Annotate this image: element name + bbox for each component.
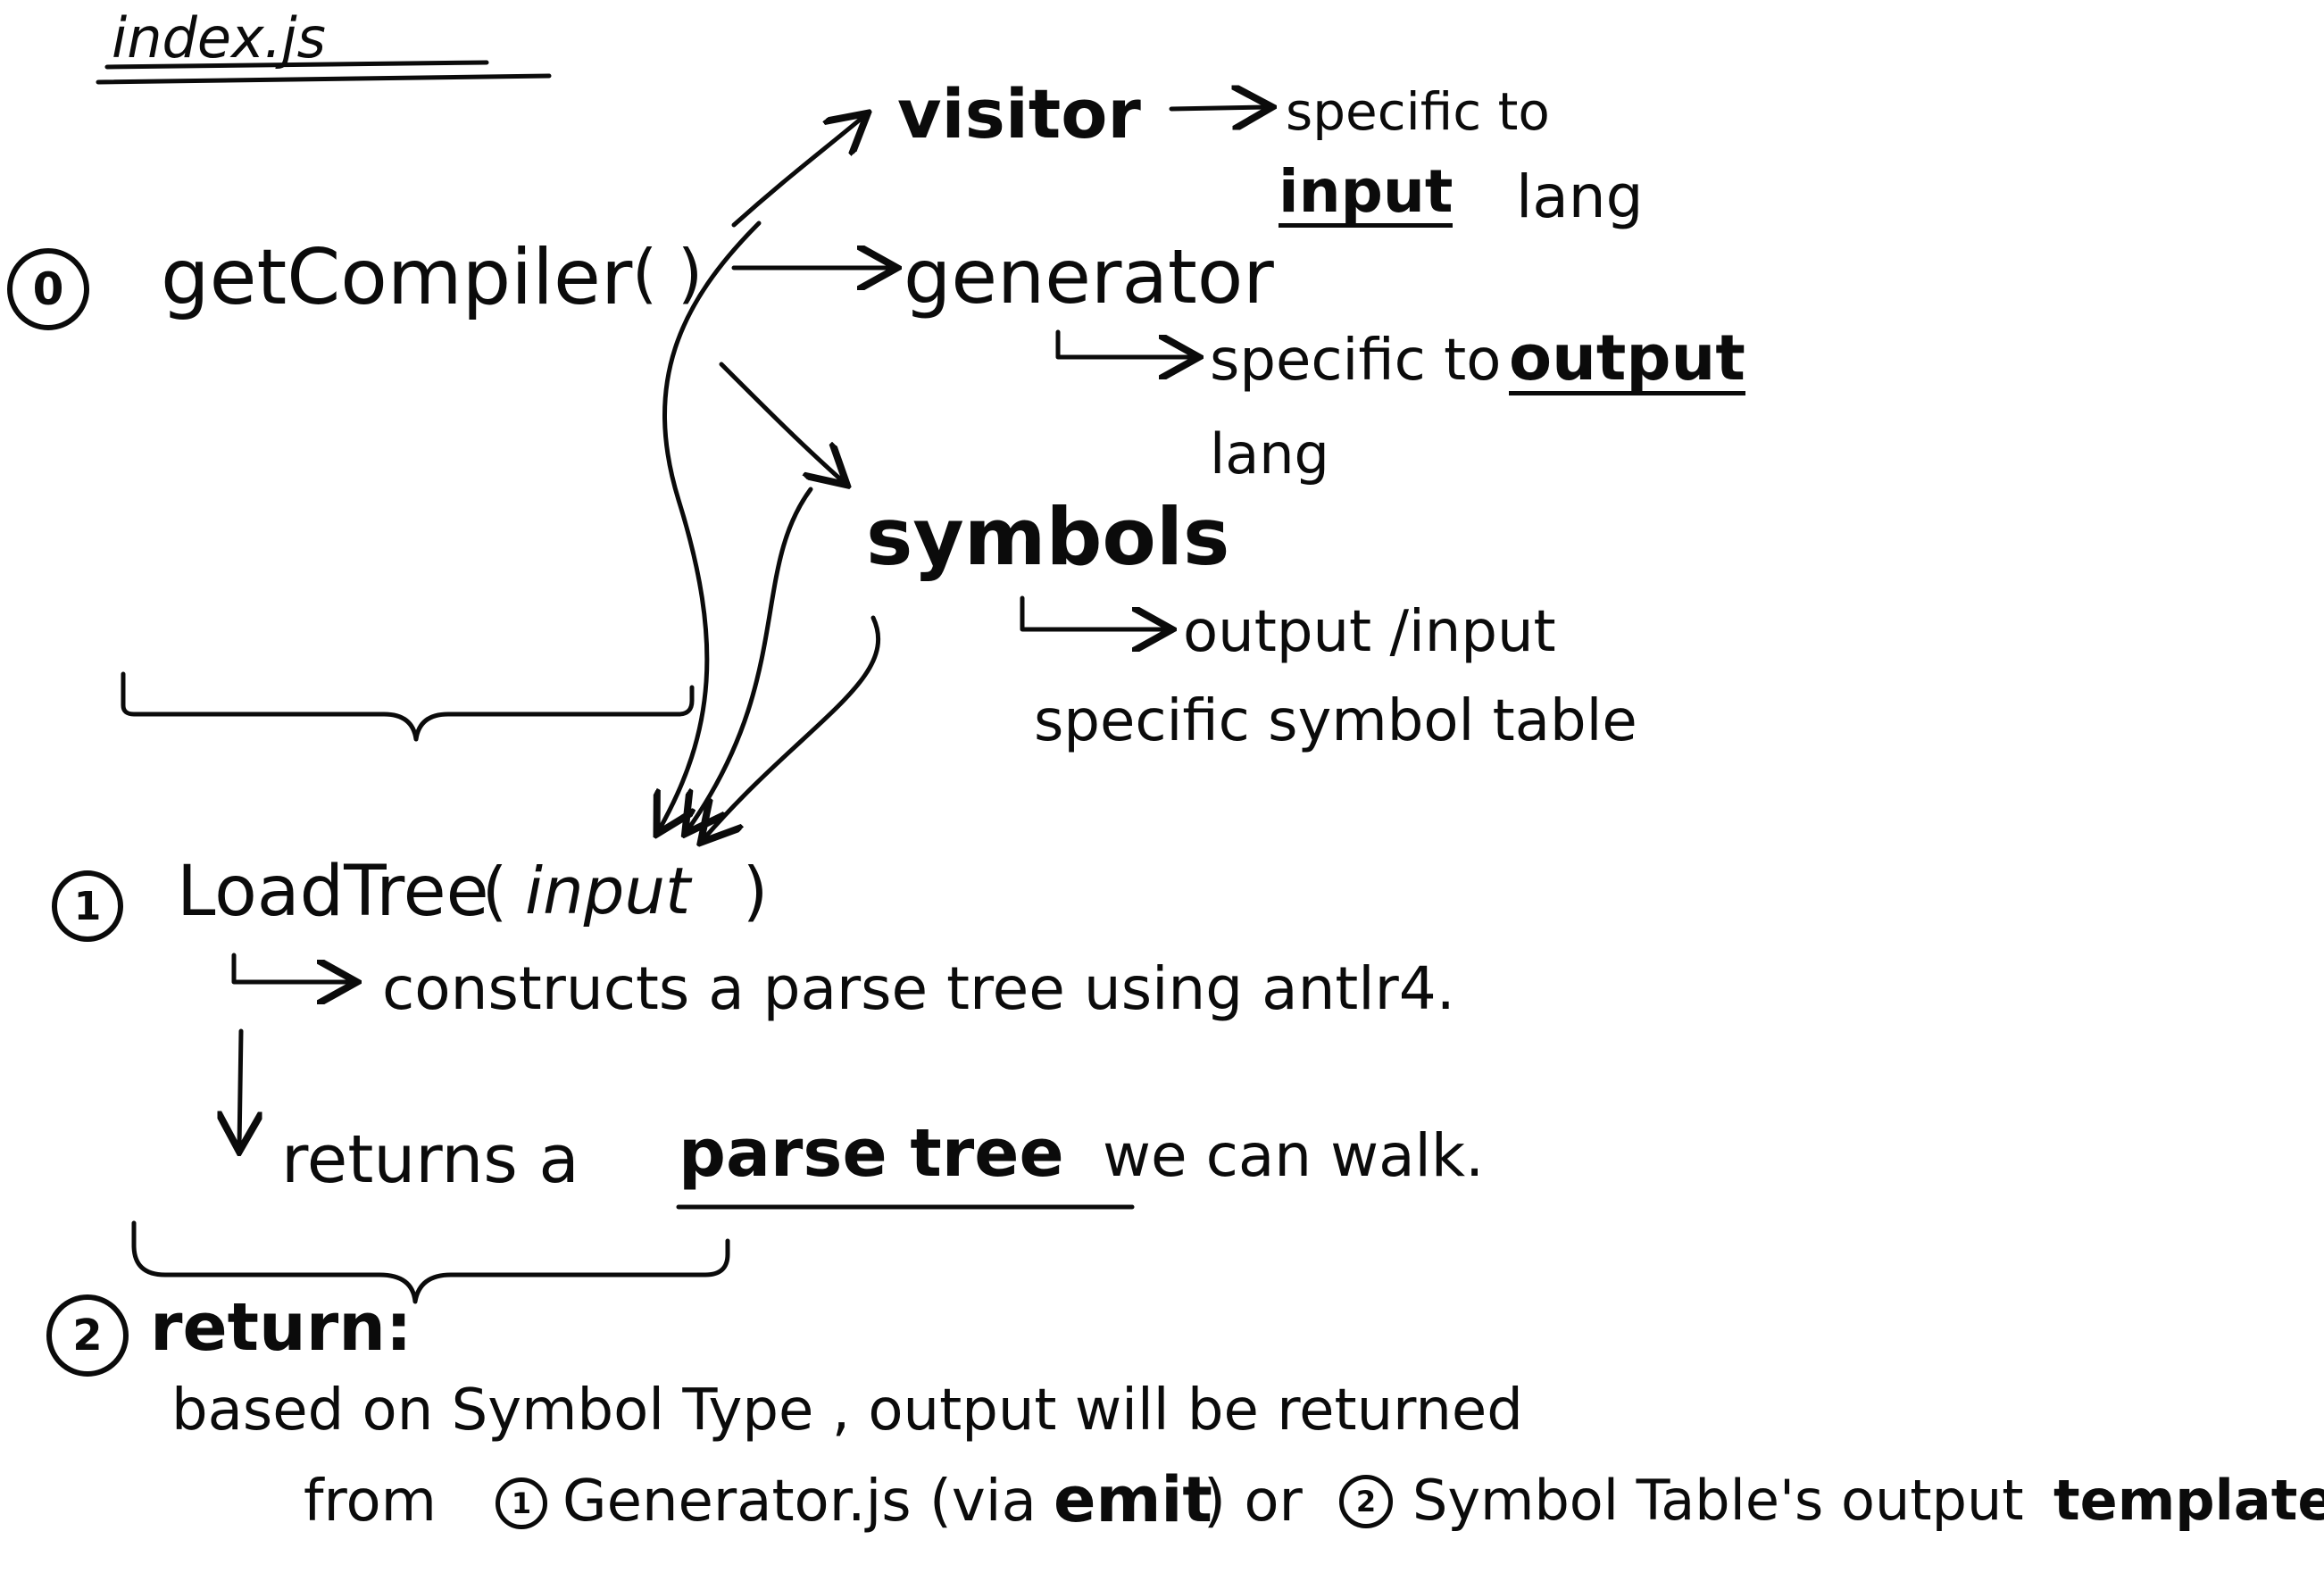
generator-note-output: output: [1509, 321, 1745, 395]
step-1-badge: 1: [52, 870, 123, 942]
returns-suffix: we can walk.: [1103, 1121, 1485, 1190]
curve-from-getcompiler-b: [687, 487, 813, 830]
option-2-number: 2: [1355, 1485, 1377, 1519]
return-line2-or: ) or: [1204, 1469, 1303, 1535]
return-line2-from: from: [304, 1469, 437, 1535]
symbols-note-line2: specific symbol table: [1034, 688, 1637, 754]
step-1-number: 1: [73, 883, 102, 929]
file-title: index.js: [112, 5, 326, 71]
returns-prefix: returns a: [281, 1121, 579, 1198]
symbols-note-line1: output /input: [1183, 599, 1556, 665]
option-2-badge: 2: [1339, 1475, 1393, 1528]
loadtree-arg: input: [525, 853, 691, 928]
return-line1: based on Symbol Type , output will be re…: [171, 1377, 1523, 1444]
generator-note-line1: specific to: [1210, 328, 1502, 394]
generator-label: generator: [904, 233, 1274, 320]
emit-term: emit: [1054, 1463, 1212, 1536]
arrow-visitor-note: [1169, 107, 1268, 109]
arrow-to-visitor: [731, 116, 864, 228]
arrow-generator-note: [1055, 329, 1195, 357]
generator-note-lang: lang: [1210, 421, 1329, 487]
brace-step0: [121, 671, 695, 742]
title-underline: [96, 60, 552, 85]
arrow-loadtree-desc: [231, 953, 353, 982]
arrow-symbols-note: [1020, 595, 1168, 629]
loadtree-description: constructs a parse tree using antlr4.: [382, 954, 1455, 1023]
visitor-label: visitor: [897, 74, 1141, 154]
arrow-to-symbols: [719, 362, 844, 482]
option-1-number: 1: [511, 1486, 532, 1520]
template-term: template: [2053, 1468, 2324, 1533]
step-0-number: 0: [32, 263, 64, 315]
return-line2-symboltable: Symbol Table's output: [1412, 1468, 2024, 1533]
getcompiler-label: getCompiler: [161, 233, 633, 322]
parse-tree-term: parse tree: [679, 1115, 1064, 1192]
visitor-note-input: input: [1279, 157, 1454, 228]
visitor-note-line1: specific to: [1286, 81, 1550, 142]
step-2-badge: 2: [46, 1294, 129, 1377]
step-0-badge: 0: [7, 248, 89, 330]
step-2-number: 2: [72, 1311, 103, 1361]
option-1-badge: 1: [496, 1477, 547, 1529]
loadtree-close-paren: ): [743, 853, 769, 928]
arrow-down-returns: [239, 1028, 241, 1147]
brace-step1: [131, 1220, 730, 1304]
getcompiler-parens: ( ): [632, 236, 704, 311]
loadtree-label: LoadTree: [177, 852, 489, 932]
curve-from-symbols: [704, 615, 880, 839]
symbols-label: symbols: [866, 491, 1230, 583]
curve-from-getcompiler-a: [659, 221, 762, 830]
return-line2-generator: Generator.js (via: [562, 1469, 1037, 1535]
return-label: return:: [150, 1289, 412, 1366]
loadtree-open-paren: (: [482, 853, 508, 928]
visitor-note-lang: lang: [1516, 162, 1644, 231]
